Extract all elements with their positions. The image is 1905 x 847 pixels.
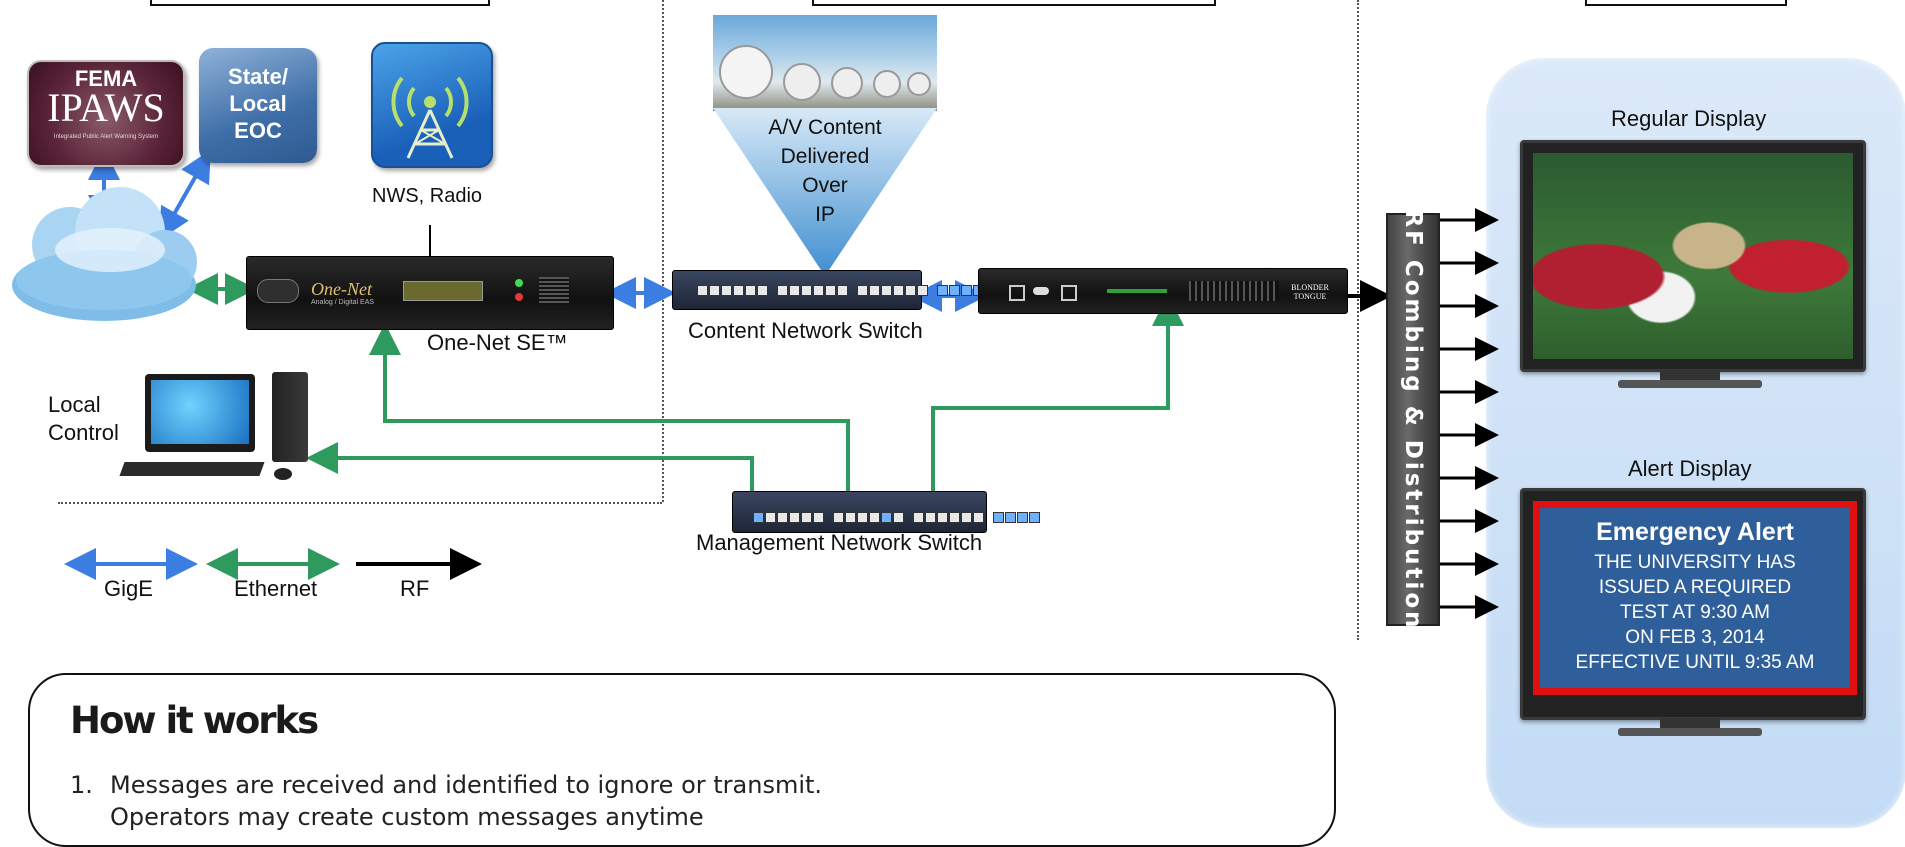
link-pc-mgmt	[306, 442, 768, 524]
divider-vertical-left	[662, 0, 664, 502]
alert-line-3: TEST AT 9:30 AM	[1620, 602, 1770, 623]
onenet-logo-icon	[257, 279, 299, 303]
fema-subtitle: Integrated Public Alert Warning System	[53, 134, 159, 140]
alert-display-label: Alert Display	[1628, 456, 1752, 481]
onenet-sub: Analog / Digital EAS	[311, 299, 375, 306]
link-eoc-cloud	[159, 149, 211, 241]
regular-display-base	[1618, 380, 1762, 388]
regular-display-stand	[1660, 370, 1720, 380]
av-content-line-2: Delivered	[780, 145, 870, 168]
local-control-line-1: Local	[48, 392, 101, 417]
keyboard-icon	[119, 462, 265, 476]
divider-vertical-right	[1357, 0, 1359, 640]
alert-line-5: EFFECTIVE UNTIL 9:35 AM	[1575, 652, 1815, 673]
content-switch-label: Content Network Switch	[688, 318, 923, 343]
eoc-line-2: Local	[229, 91, 287, 116]
ipaws-label: IPAWS	[47, 85, 165, 130]
how-it-works-title: How it works	[70, 699, 319, 742]
header-tab-middle	[812, 0, 1216, 6]
alert-title: Emergency Alert	[1596, 518, 1794, 546]
tower-icon	[391, 76, 469, 159]
bt-brand: BLONDER TONGUE	[1291, 283, 1329, 301]
regular-display	[1520, 140, 1866, 372]
step-1-number: 1.	[70, 771, 93, 799]
alert-display: Emergency Alert THE UNIVERSITY HAS ISSUE…	[1520, 488, 1866, 720]
onenet-led-red	[515, 293, 523, 301]
link-bt-mgmt	[917, 294, 1184, 524]
rf-panel-label: RF Combing & Distribution	[1400, 208, 1426, 631]
connection-diagram	[12, 76, 1499, 619]
link-onenet-mgmt	[369, 323, 864, 524]
onenet-led	[515, 279, 523, 287]
local-control-line-2: Control	[48, 420, 119, 445]
alert-screen: Emergency Alert THE UNIVERSITY HAS ISSUE…	[1533, 501, 1857, 695]
football-image	[1533, 153, 1853, 359]
av-content-line-3: Over	[802, 174, 848, 197]
header-tab-right	[1585, 0, 1787, 6]
header-tab-left	[150, 0, 490, 6]
how-it-works-box: How it works 1. Messages are received an…	[28, 673, 1336, 847]
legend-rf-label: RF	[400, 576, 430, 601]
legend-gige-label: GigE	[104, 576, 153, 601]
mouse-icon	[274, 468, 292, 480]
fema-ipaws-logo: FEMA IPAWS Integrated Public Alert Warni…	[27, 60, 185, 167]
alert-display-stand	[1660, 718, 1720, 728]
av-content-line-1: A/V Content	[768, 116, 882, 139]
cloud-icon	[12, 187, 197, 321]
regular-display-label: Regular Display	[1611, 106, 1767, 131]
content-switch-device	[672, 270, 984, 310]
step-1-text-cont: Operators may create custom messages any…	[110, 803, 704, 831]
onenet-lcd	[403, 281, 483, 301]
rf-combining-panel: RF Combing & Distribution	[1386, 209, 1440, 630]
eoc-line-1: State/	[228, 64, 288, 89]
eoc-line-3: EOC	[234, 118, 282, 143]
step-1-text: Messages are received and identified to …	[110, 771, 823, 799]
onenet-se-device: One-Net Analog / Digital EAS	[246, 256, 614, 330]
nws-radio-label: NWS, Radio	[372, 185, 483, 207]
alert-line-1: THE UNIVERSITY HAS	[1594, 552, 1796, 573]
state-local-eoc-tile: State/ Local EOC	[199, 48, 317, 163]
onenet-vent	[539, 277, 569, 305]
alert-display-base	[1618, 728, 1762, 736]
management-switch-device	[732, 491, 1040, 533]
satellite-image	[713, 15, 937, 111]
legend-ethernet-label: Ethernet	[234, 576, 318, 601]
onenet-brand: One-Net	[311, 279, 372, 299]
alert-line-4: ON FEB 3, 2014	[1625, 627, 1765, 648]
management-switch-label: Management Network Switch	[696, 530, 983, 555]
computer-monitor-icon	[145, 374, 255, 452]
alert-line-2: ISSUED A REQUIRED	[1598, 577, 1792, 598]
computer-tower-icon	[272, 372, 308, 462]
fema-label: FEMA	[74, 66, 138, 91]
onenet-se-label: One-Net SE™	[427, 330, 568, 355]
content-triangle	[713, 108, 937, 276]
blonder-tongue-device: BLONDER TONGUE	[978, 268, 1348, 314]
av-content-line-4: IP	[815, 203, 835, 226]
